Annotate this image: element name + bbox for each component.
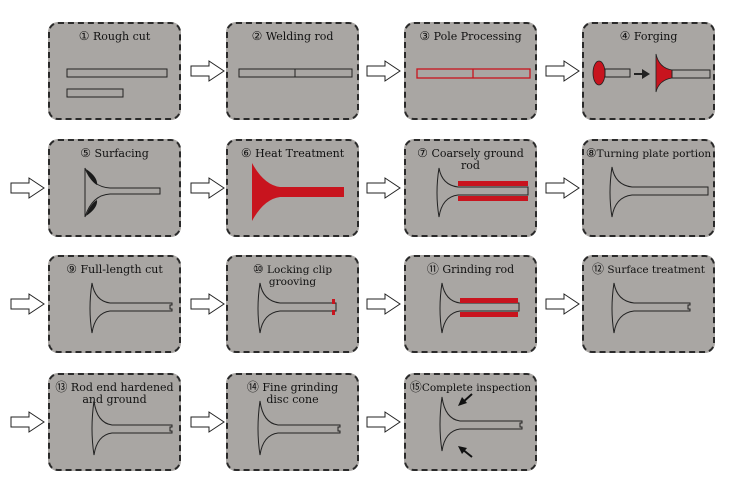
heat-treated-valve-illustration — [252, 163, 344, 221]
flow-arrow — [10, 411, 46, 437]
flow-arrow — [366, 293, 402, 319]
step-rough-cut: ① Rough cut — [48, 22, 181, 120]
step-complete-inspection: ⑮Complete inspection — [404, 373, 537, 471]
flow-arrow — [190, 60, 226, 86]
flow-arrow — [545, 293, 581, 319]
step-label: ⑤ Surfacing — [80, 146, 149, 160]
flow-arrow — [10, 177, 46, 203]
step-label: ① Rough cut — [78, 29, 151, 43]
step-surfacing: ⑤ Surfacing — [48, 139, 181, 237]
flow-arrow — [366, 177, 402, 203]
flow-arrow — [10, 293, 46, 319]
step-label: ③ Pole Processing — [419, 29, 522, 43]
step-welding-rod: ② Welding rod — [226, 22, 359, 120]
step-rod-end-hardened-and-ground: ⑬ Rod end hardened and ground — [48, 373, 181, 471]
step-label: ⑮Complete inspection — [409, 380, 532, 394]
step-fine-grinding-disc-cone: ⑭ Fine grinding disc cone — [226, 373, 359, 471]
flow-arrow — [545, 60, 581, 86]
valve-surfacing-illustration — [84, 167, 161, 218]
rough-cut-bars-illustration — [66, 68, 168, 98]
ground-rod-valve-illustration — [439, 282, 520, 334]
surface-treated-valve-illustration — [611, 282, 691, 334]
processed-pole-illustration — [416, 68, 531, 79]
step-label: ⑦ Coarsely ground rod — [417, 146, 524, 172]
flow-arrow — [190, 177, 226, 203]
fine-ground-valve-illustration — [257, 400, 341, 456]
hardened-rod-end-valve-illustration — [91, 400, 173, 456]
step-grinding-rod: ⑪ Grinding rod — [404, 255, 537, 353]
step-label: ⑥ Heat Treatment — [240, 146, 345, 160]
step-turning-plate-portion: ⑧Turning plate portion — [582, 139, 715, 237]
turned-valve-illustration — [609, 166, 709, 218]
step-label: ⑪ Grinding rod — [426, 262, 515, 276]
step-label: ⑩ Locking clip grooving — [252, 262, 333, 288]
step-label: ⑬ Rod end hardened and ground — [55, 380, 174, 406]
inspected-valve-illustration — [439, 393, 523, 458]
step-label: ⑨ Full-length cut — [66, 262, 163, 276]
step-label: ② Welding rod — [251, 29, 334, 43]
flow-arrow — [190, 411, 226, 437]
step-label: ④ Forging — [619, 29, 678, 43]
step-label: ⑭ Fine grinding disc cone — [246, 380, 339, 406]
flow-arrow — [545, 177, 581, 203]
welded-rod-illustration — [238, 68, 353, 78]
step-heat-treatment: ⑥ Heat Treatment — [226, 139, 359, 237]
forging-illustration — [592, 53, 711, 93]
step-surface-treatment: ⑫ Surface treatment — [582, 255, 715, 353]
step-label: ⑧Turning plate portion — [585, 146, 712, 160]
flow-arrow — [190, 293, 226, 319]
step-full-length-cut: ⑨ Full-length cut — [48, 255, 181, 353]
coarse-ground-valve-illustration — [436, 167, 529, 218]
grooved-valve-illustration — [257, 282, 337, 334]
step-forging: ④ Forging — [582, 22, 715, 120]
step-coarsely-ground-rod: ⑦ Coarsely ground rod — [404, 139, 537, 237]
step-pole-processing: ③ Pole Processing — [404, 22, 537, 120]
step-locking-clip-grooving: ⑩ Locking clip grooving — [226, 255, 359, 353]
flow-arrow — [366, 60, 402, 86]
step-label: ⑫ Surface treatment — [592, 262, 705, 276]
cut-valve-illustration — [89, 282, 173, 334]
flow-arrow — [366, 411, 402, 437]
